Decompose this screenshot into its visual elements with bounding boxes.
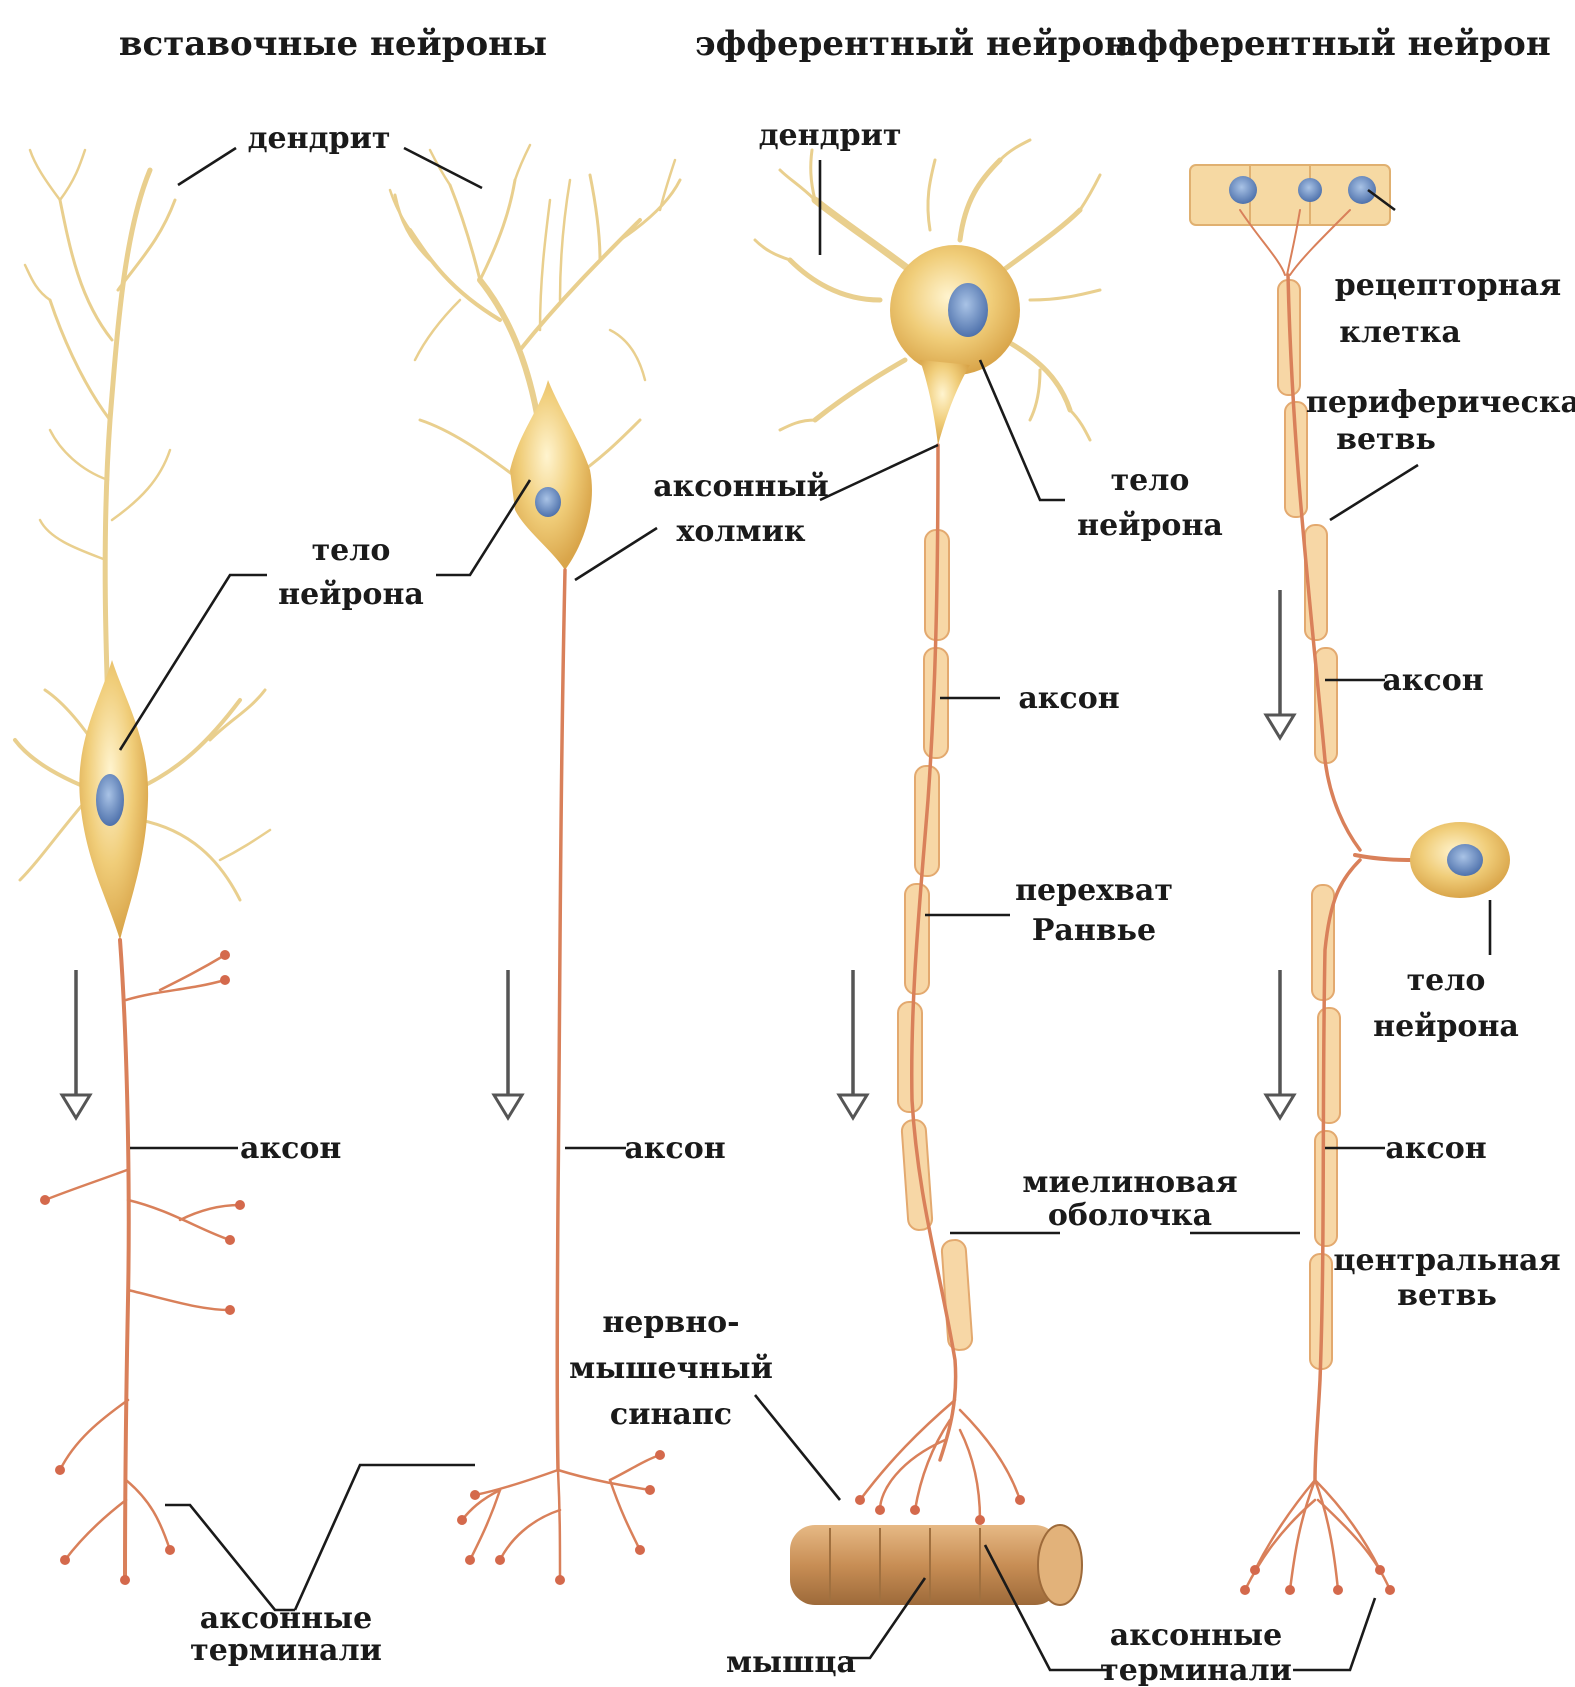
label-axon-hillock-line1: аксонный — [653, 469, 829, 504]
label-axon-terminals-efferent-line1: аксонные — [1110, 1618, 1282, 1653]
labels: дендрит тело нейрона дендрит аксонный хо… — [190, 118, 1575, 1687]
label-axon-terminals-left-line2: терминали — [190, 1633, 382, 1668]
label-peripheral-branch-line2: ветвь — [1336, 422, 1436, 457]
interneuron-1 — [13, 148, 272, 1585]
label-axon-hillock-line2: холмик — [676, 514, 805, 549]
efferent-neuron-nucleus — [948, 283, 988, 337]
afferent-axon — [1240, 273, 1395, 1595]
interneuron-2-dendrites — [388, 143, 682, 483]
interneuron-1-axon — [40, 938, 245, 1585]
label-muscle: мышца — [726, 1645, 856, 1680]
label-afferent-body-line1: тело — [1407, 963, 1486, 998]
label-axon-efferent: аксон — [1018, 681, 1119, 716]
label-axon-terminals-left-line1: аксонные — [200, 1601, 372, 1636]
afferent-peripheral-fibers — [1239, 209, 1351, 276]
interneuron-2-nucleus — [535, 487, 561, 517]
label-neuron-body-line1: тело — [312, 533, 391, 568]
label-axon-interneuron-2: аксон — [624, 1131, 725, 1166]
title-afferent-neuron: афферентный нейрон — [1115, 24, 1550, 64]
label-afferent-body-line2: нейрона — [1373, 1009, 1519, 1044]
label-synapse-line1: нервно- — [602, 1305, 739, 1340]
label-axon-terminals-efferent-line2: терминали — [1100, 1653, 1292, 1687]
afferent-flow-arrow-lower — [1263, 970, 1297, 1121]
afferent-neuron-nucleus — [1447, 844, 1483, 876]
interneuron-1-flow-arrow — [59, 970, 93, 1121]
efferent-neuron — [753, 138, 1102, 1606]
label-dendrite-efferent: дендрит — [759, 118, 902, 153]
label-synapse-line2: мышечный — [569, 1351, 773, 1386]
label-efferent-body-line2: нейрона — [1077, 508, 1223, 543]
receptor-cells — [1189, 164, 1391, 226]
efferent-axon — [855, 443, 1025, 1525]
label-peripheral-branch-line1: периферическая — [1306, 385, 1575, 420]
label-central-branch-line2: ветвь — [1397, 1278, 1497, 1313]
label-myelin-sheath-line1: миелиновая — [1022, 1165, 1237, 1200]
efferent-axon-hillock — [920, 360, 970, 445]
title-efferent-neuron: эфферентный нейрон — [695, 24, 1129, 64]
interneuron-2-flow-arrow — [491, 970, 525, 1121]
label-axon-afferent-lower: аксон — [1385, 1131, 1486, 1166]
label-receptor-cell-line2: клетка — [1339, 315, 1461, 350]
afferent-cell-body-group — [1353, 822, 1510, 898]
title-interneurons: вставочные нейроны — [119, 24, 547, 64]
label-ranvier-node-line2: Ранвье — [1032, 913, 1156, 948]
label-myelin-sheath-line2: оболочка — [1048, 1198, 1212, 1233]
label-axon-afferent-upper: аксон — [1382, 663, 1483, 698]
leader-lines — [118, 146, 1492, 1672]
afferent-neuron — [1189, 164, 1510, 1595]
interneuron-2-cell-body — [510, 380, 592, 570]
afferent-myelin-sheath — [1277, 279, 1341, 1370]
interneuron-1-nucleus — [96, 774, 124, 826]
label-central-branch-line1: центральная — [1333, 1243, 1560, 1278]
afferent-flow-arrow-upper — [1263, 590, 1297, 741]
label-synapse-line3: синапс — [610, 1397, 732, 1432]
label-axon-interneuron-1: аксон — [240, 1131, 341, 1166]
efferent-flow-arrow — [836, 970, 870, 1121]
muscle — [790, 1524, 1083, 1606]
interneuron-2-axon — [457, 568, 665, 1585]
interneuron-2 — [388, 143, 682, 1585]
label-neuron-body-line2: нейрона — [278, 577, 424, 612]
label-efferent-body-line1: тело — [1111, 463, 1190, 498]
label-ranvier-node-line1: перехват — [1015, 873, 1173, 908]
label-receptor-cell-line1: рецепторная — [1335, 268, 1561, 303]
efferent-neuron-dendrites — [753, 138, 1102, 442]
label-dendrite: дендрит — [248, 121, 391, 156]
